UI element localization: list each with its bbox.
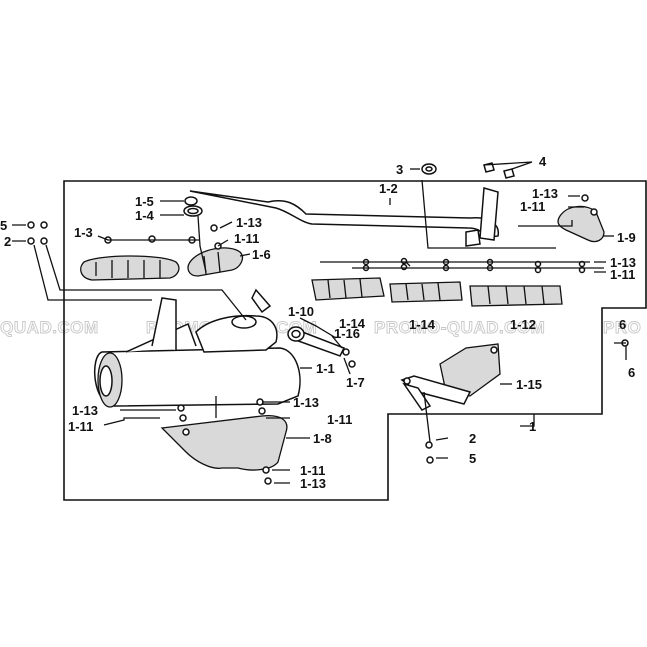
label-1-11-right: 1-11 bbox=[610, 267, 635, 282]
label-6-b: 6 bbox=[628, 365, 635, 380]
exhaust-clamp-part bbox=[421, 163, 437, 175]
gasket-part-1-4 bbox=[183, 205, 203, 217]
label-5-right: 5 bbox=[469, 451, 476, 466]
label-1-10: 1-10 bbox=[288, 304, 314, 319]
label-1-11-left: 1-11 bbox=[68, 419, 93, 434]
label-1-7: 1-7 bbox=[346, 375, 365, 390]
label-1-11-bottom: 1-11 bbox=[300, 463, 325, 478]
label-1-11-top: 1-11 bbox=[234, 231, 259, 246]
label-2-left: 2 bbox=[4, 234, 11, 249]
label-1-2: 1-2 bbox=[379, 181, 398, 196]
gasket-part-1-5 bbox=[184, 196, 198, 206]
bolts-top-row bbox=[104, 224, 222, 250]
watermark-text-3: PROMO-QUAD.COM bbox=[374, 318, 545, 337]
muffler-part bbox=[93, 288, 301, 408]
label-1-13-top: 1-13 bbox=[236, 215, 262, 230]
link-pipe-part bbox=[287, 326, 356, 368]
label-1-5: 1-5 bbox=[135, 194, 154, 209]
rear-heat-shield-part bbox=[557, 194, 605, 243]
label-1-13-right: 1-13 bbox=[610, 255, 636, 270]
watermark-text-1: -QUAD.COM bbox=[0, 318, 99, 337]
label-1-15: 1-15 bbox=[516, 377, 542, 392]
exhaust-bracket-part bbox=[400, 343, 501, 411]
label-1-14-a: 1-14 bbox=[339, 316, 366, 331]
label-1-13-bottom: 1-13 bbox=[300, 476, 326, 491]
muffler-heat-shield-part bbox=[160, 414, 288, 471]
bolts-bracket bbox=[425, 339, 629, 464]
heat-shield-part-1-14a bbox=[311, 277, 385, 301]
heat-shield-part-1-14b bbox=[389, 281, 463, 303]
label-1-8: 1-8 bbox=[313, 431, 332, 446]
label-2-right: 2 bbox=[469, 431, 476, 446]
front-heat-shield-part-1-3 bbox=[80, 255, 180, 281]
watermark-text-4: PRO bbox=[603, 318, 641, 337]
label-1-13-mid-left: 1-13 bbox=[72, 403, 98, 418]
label-1-11-top-right: 1-11 bbox=[520, 199, 545, 214]
assembly-frame bbox=[63, 180, 647, 501]
bolts-muffler-shield bbox=[177, 398, 272, 485]
label-1-1: 1-1 bbox=[316, 361, 335, 376]
label-1-13-top-right: 1-13 bbox=[532, 186, 558, 201]
label-1-4: 1-4 bbox=[135, 208, 155, 223]
label-5-left: 5 bbox=[0, 218, 7, 233]
label-1-13-mid-center: 1-13 bbox=[293, 395, 319, 410]
label-3: 3 bbox=[396, 162, 403, 177]
heat-shield-part-1-12 bbox=[469, 285, 563, 307]
label-1-16: 1-16 bbox=[334, 326, 360, 341]
label-1-6: 1-6 bbox=[252, 247, 271, 262]
label-4: 4 bbox=[539, 154, 547, 169]
label-1-14-b: 1-14 bbox=[409, 317, 436, 332]
label-1-main: 1 bbox=[529, 419, 536, 434]
label-6-a: 6 bbox=[619, 317, 626, 332]
label-1-11-mid-center: 1-11 bbox=[327, 412, 352, 427]
exhaust-pipe-part bbox=[189, 187, 500, 247]
bolts-left-stack bbox=[27, 221, 48, 245]
front-heat-shield-part-1-6 bbox=[187, 247, 244, 277]
leader-lines bbox=[12, 161, 627, 484]
label-1-12: 1-12 bbox=[510, 317, 536, 332]
label-1-3: 1-3 bbox=[74, 225, 93, 240]
label-1-9: 1-9 bbox=[617, 230, 636, 245]
bolts-center-row bbox=[362, 257, 586, 274]
